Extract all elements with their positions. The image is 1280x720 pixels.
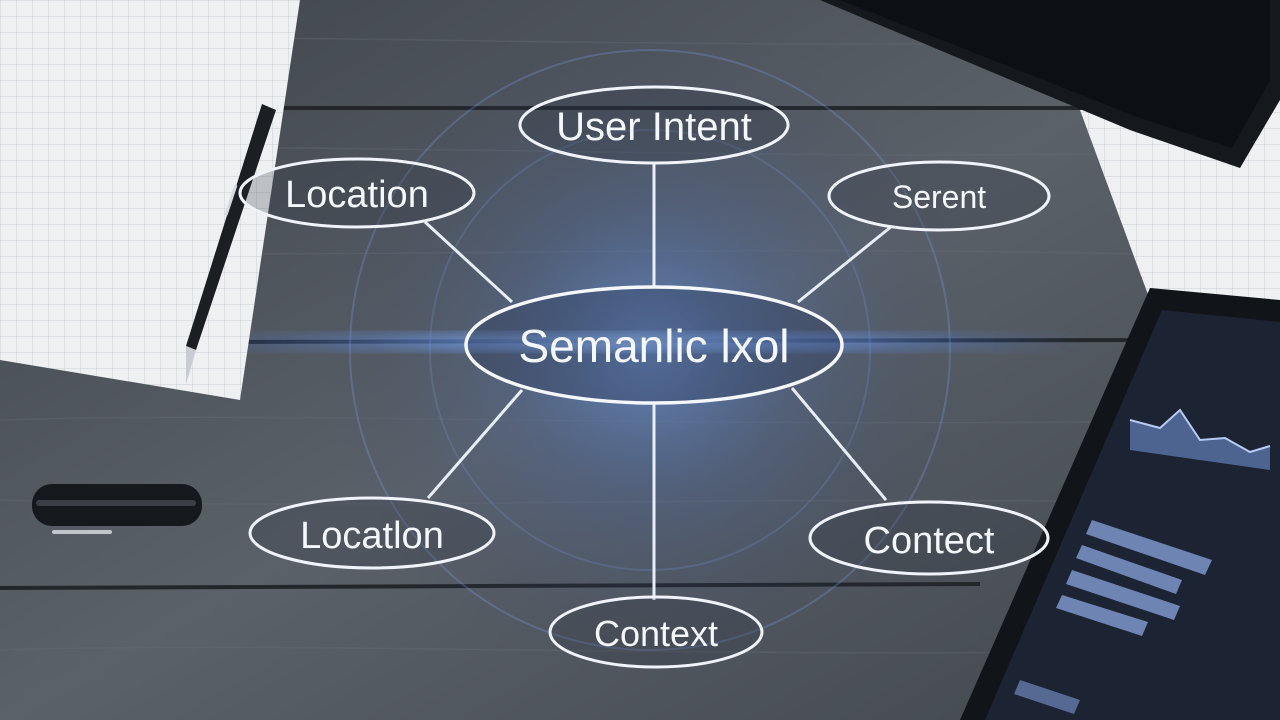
node-user-intent: User Intent (518, 85, 790, 165)
node-context: Context (548, 595, 764, 669)
pen (186, 104, 276, 384)
node-contect: Contect (808, 500, 1050, 576)
tablet-bottom-panel (1014, 680, 1080, 714)
node-location-top: Location (238, 157, 476, 229)
tablet-bar-chart (1056, 520, 1212, 636)
tablet-area-chart (1129, 408, 1271, 470)
node-context-label: Context (594, 613, 718, 654)
node-locatlon-bottom-label: Locatlon (300, 515, 444, 557)
node-serent-label: Serent (892, 179, 986, 215)
pen-cap (32, 484, 202, 534)
connector-lines (423, 162, 893, 600)
tablet-bottom (960, 288, 1280, 720)
node-contect-label: Contect (864, 520, 995, 562)
node-semantic-center: Semanlic lxol (464, 285, 844, 405)
node-location-top-label: Location (285, 174, 429, 216)
node-serent: Serent (827, 160, 1051, 232)
grid-paper-left (0, 0, 300, 400)
node-user-intent-label: User Intent (556, 105, 752, 149)
node-semantic-center-label: Semanlic lxol (519, 320, 790, 372)
light-beam (180, 334, 1080, 350)
node-locatlon-bottom: Locatlon (248, 496, 496, 570)
tablet-top (820, 0, 1280, 168)
